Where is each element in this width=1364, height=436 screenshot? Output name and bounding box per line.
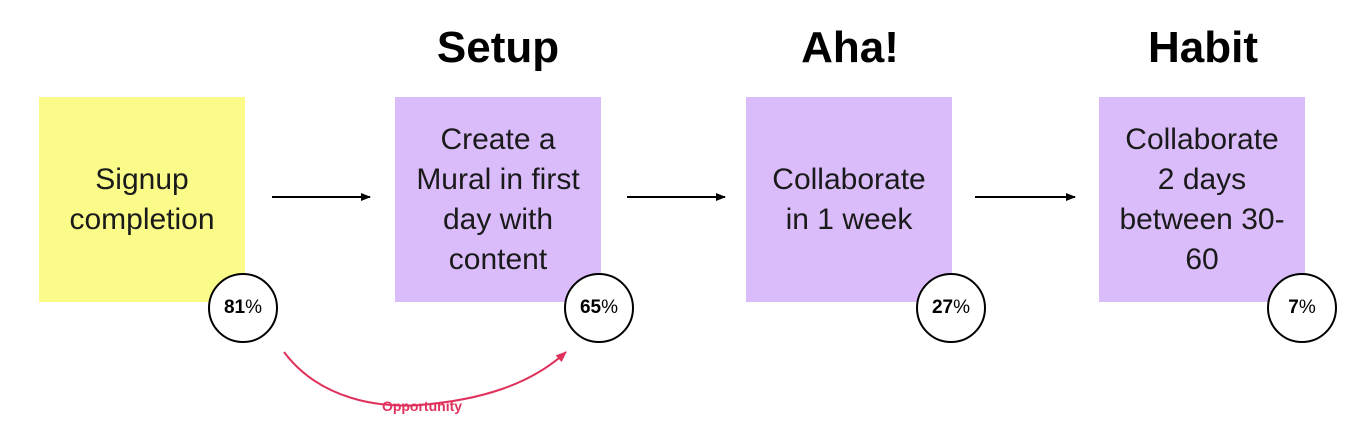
stage-heading-setup: Setup [436,23,560,72]
percent-value: 27 [931,297,954,318]
percent-sign: % [245,297,263,318]
opportunity-label: Opportunity [381,398,463,414]
percent-value: 65 [579,297,602,318]
percent-badge-aha: 27% [916,273,986,343]
stage-heading-habit: Habit [1148,23,1258,72]
percent-sign: % [1298,297,1316,318]
percent-sign: % [601,297,619,318]
percent-value: 81 [223,297,246,318]
percent-value: 7 [1288,297,1299,318]
percent-sign: % [953,297,971,318]
percent-badge-setup: 65% [564,273,634,343]
percent-badge-habit: 7% [1267,273,1337,343]
percent-badge-signup: 81% [208,273,278,343]
stage-heading-aha: Aha! [801,23,899,72]
opportunity-curve [283,351,567,407]
